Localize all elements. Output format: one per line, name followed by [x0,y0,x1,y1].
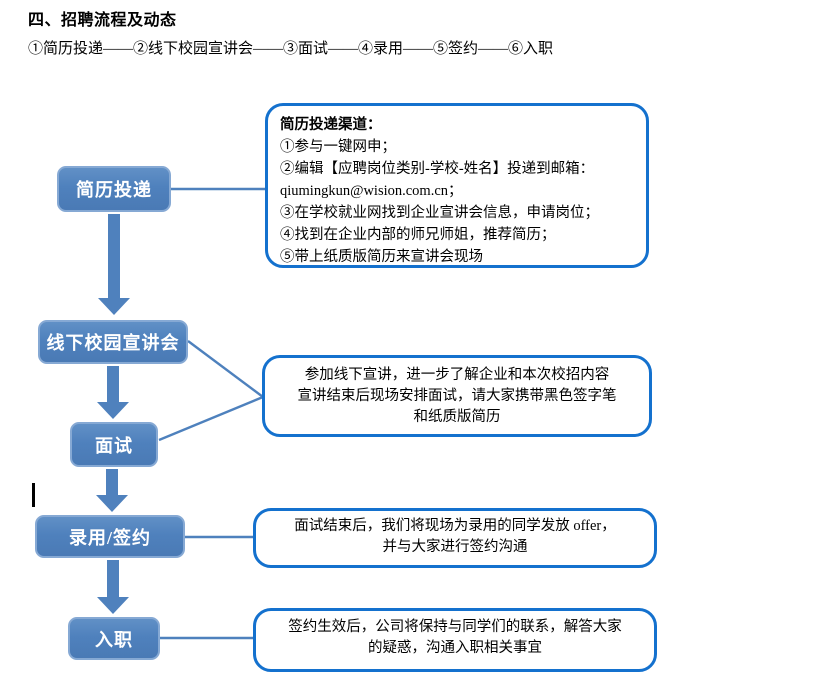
flow-step-label: 入职 [95,629,133,650]
flow-step-interview[interactable]: 面试 [70,422,158,467]
flow-step-label: 线下校园宣讲会 [46,333,180,353]
process-overview-text: ①简历投递——②线下校园宣讲会——③面试——④录用——⑤签约——⑥入职 [28,41,554,57]
callout-line: 和纸质版简历 [413,409,501,425]
callout-line-email: qiumingkun@wision.com.cn； [280,183,463,199]
callout-offer-note[interactable]: 面试结束后，我们将现场为录用的同学发放 offer， 并与大家进行签约沟通 [253,508,657,568]
down-arrow-icon [98,214,130,315]
text-caret [32,483,35,507]
connector-campus-to-callout [187,340,264,398]
callout-line: ③在学校就业网找到企业宣讲会信息，申请岗位； [280,205,599,221]
flow-step-onboarding[interactable]: 入职 [68,617,160,660]
down-arrow-icon [96,469,128,512]
callout-line: ①参与一键网申； [280,139,396,155]
callout-line: ②编辑【应聘岗位类别-学校-姓名】投递到邮箱： [280,161,595,177]
down-arrow-icon [97,366,129,419]
connector-interview-to-callout [158,395,264,442]
callout-line: 宣讲结束后现场安排面试，请大家携带黑色签字笔 [297,388,617,404]
section-title: 四、招聘流程及动态 [28,12,177,29]
callout-onboarding-note[interactable]: 签约生效后，公司将保持与同学们的联系，解答大家 的疑惑，沟通入职相关事宜 [253,608,657,672]
callout-campus-session-note[interactable]: 参加线下宣讲，进一步了解企业和本次校招内容 宣讲结束后现场安排面试，请大家携带黑… [262,355,652,437]
flow-step-label: 面试 [95,435,133,456]
callout-line: 并与大家进行签约沟通 [382,539,528,555]
callout-line: 面试结束后，我们将现场为录用的同学发放 offer， [294,518,616,534]
callout-title: 简历投递渠道： [280,117,382,133]
callout-line: 签约生效后，公司将保持与同学们的联系，解答大家 [288,619,622,635]
flow-step-label: 简历投递 [76,180,152,200]
callout-line: ④找到在企业内部的师兄师姐，推荐简历； [280,227,556,243]
flow-step-resume[interactable]: 简历投递 [57,166,171,212]
flow-step-offer-signing[interactable]: 录用/签约 [35,515,185,558]
callout-line: ⑤带上纸质版简历来宣讲会现场 [280,249,483,265]
down-arrow-icon [97,560,129,614]
flow-step-label: 录用/签约 [68,527,151,548]
callout-line: 参加线下宣讲，进一步了解企业和本次校招内容 [304,367,610,383]
callout-line: 的疑惑，沟通入职相关事宜 [368,640,542,656]
flow-step-campus-session[interactable]: 线下校园宣讲会 [38,320,188,364]
callout-resume-channels[interactable]: 简历投递渠道： ①参与一键网申； ②编辑【应聘岗位类别-学校-姓名】投递到邮箱：… [265,103,649,268]
